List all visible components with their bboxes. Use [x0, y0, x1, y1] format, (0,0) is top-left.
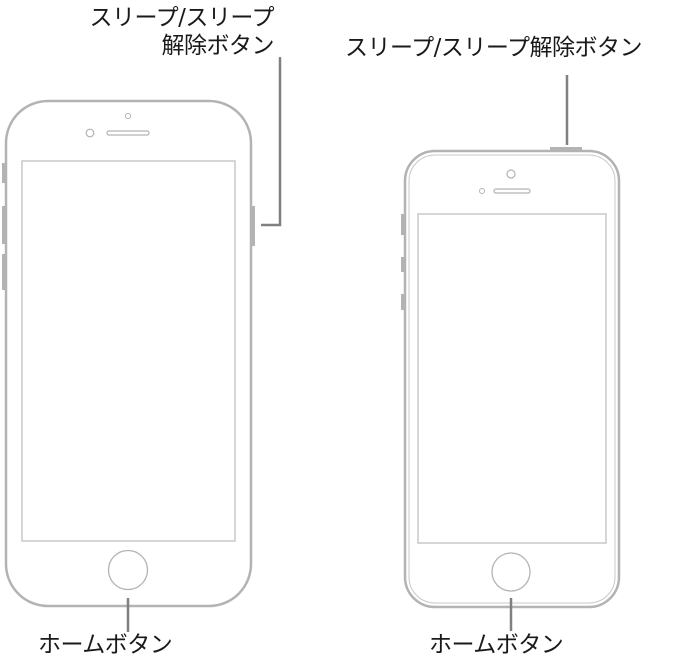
right-iphone-speaker [493, 188, 531, 194]
right-iphone-top-sleep-button [550, 147, 582, 151]
right-iphone-front-camera [506, 169, 516, 179]
right-iphone-sensor [479, 188, 485, 194]
left-iphone-home-button [107, 549, 149, 591]
left-iphone-speaker [106, 130, 150, 136]
left-iphone-side-sleep-button [252, 206, 255, 246]
left-sleep-label-line2: 解除ボタン [161, 33, 275, 59]
left-sleep-label-line1: スリープ/スリープ [89, 5, 275, 31]
left-home-button-label: ホームボタン [38, 632, 173, 658]
left-iphone-sensor [85, 128, 95, 138]
right-iphone-volume-down [401, 294, 404, 310]
left-iphone [2, 99, 255, 608]
right-iphone-mute-switch [401, 214, 404, 235]
right-iphone [401, 147, 621, 609]
left-iphone-front-camera [125, 113, 131, 119]
right-iphone-home-button [491, 552, 531, 592]
right-home-button-label: ホームボタン [429, 632, 564, 658]
right-sleep-button-label: スリープ/スリープ解除ボタン [345, 35, 643, 61]
left-iphone-volume-down [2, 254, 5, 290]
right-iphone-volume-up [401, 257, 404, 272]
left-iphone-mute-switch [2, 163, 5, 183]
left-iphone-volume-up [2, 206, 5, 244]
right-iphone-screen [417, 213, 607, 544]
left-sleep-callout-line [261, 57, 282, 227]
left-iphone-screen [21, 160, 236, 542]
left-sleep-button-label: スリープ/スリープ 解除ボタン [90, 4, 275, 60]
